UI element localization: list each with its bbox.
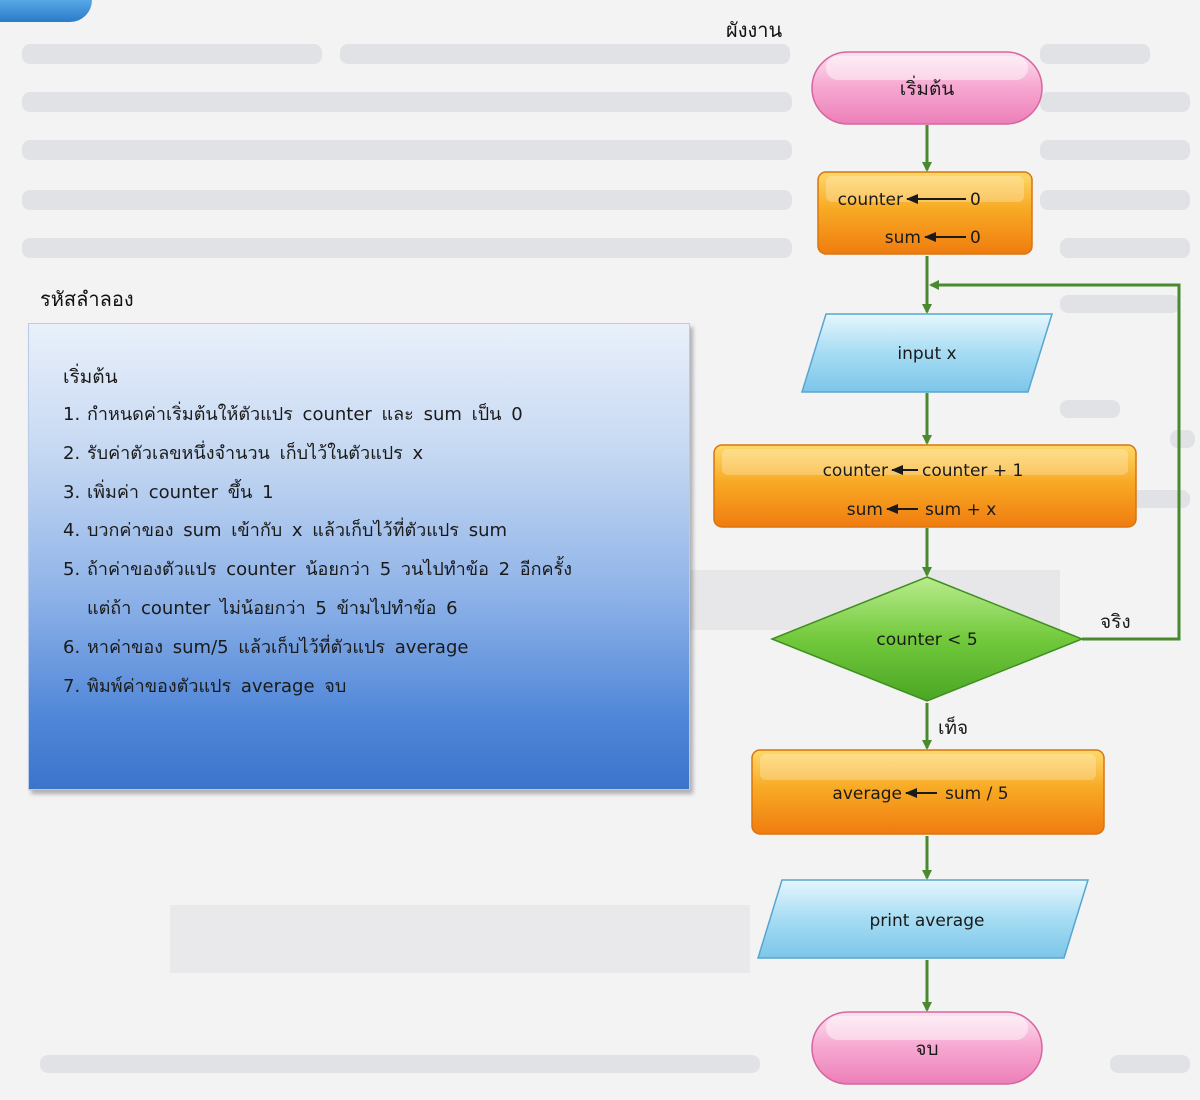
end-label: จบ — [915, 1038, 938, 1060]
init-counter-value: 0 — [970, 190, 981, 210]
pseudocode-step: 4.บวกค่าของ sum เข้ากับ x แล้วเก็บไว้ที่… — [63, 520, 508, 542]
corner-decoration — [0, 0, 92, 22]
pseudocode-step: 5.ถ้าค่าของตัวแปร counter น้อยกว่า 5 วนไ… — [63, 559, 573, 620]
pseudocode-box: เริ่มต้น 1.กำหนดค่าเริ่มต้นให้ตัวแปร cou… — [28, 323, 690, 790]
output-label: print average — [870, 911, 985, 931]
start-terminal: เริ่มต้น — [811, 51, 1043, 125]
input-parallelogram: input x — [800, 313, 1054, 393]
loop-back-connector — [929, 280, 1181, 641]
decision-diamond: counter < 5 — [769, 576, 1085, 702]
update-counter-var: counter — [823, 461, 888, 481]
update-sum-var: sum — [847, 500, 883, 520]
average-var: average — [832, 784, 902, 804]
pseudocode-title: เริ่มต้น — [63, 366, 118, 388]
pseudocode-heading: รหัสลำลอง — [40, 287, 134, 311]
average-process: average sum / 5 — [751, 749, 1105, 835]
init-sum-var: sum — [885, 228, 921, 248]
true-branch-label: จริง — [1100, 611, 1131, 633]
pseudocode-step: 6.หาค่าของ sum/5 แล้วเก็บไว้ที่ตัวแปร av… — [63, 636, 469, 658]
init-counter-var: counter — [838, 190, 903, 210]
input-label: input x — [897, 344, 956, 364]
false-branch-label: เท็จ — [938, 715, 968, 739]
start-label: เริ่มต้น — [900, 75, 955, 100]
pseudocode-step: 2.รับค่าตัวเลขหนึ่งจำนวน เก็บไว้ในตัวแปร… — [63, 442, 424, 464]
update-sum-expr: sum + x — [925, 500, 996, 520]
update-process: counter counter + 1 sum sum + x — [713, 444, 1137, 528]
end-terminal: จบ — [811, 1011, 1043, 1085]
average-expr: sum / 5 — [945, 784, 1009, 804]
output-parallelogram: print average — [756, 879, 1090, 959]
pseudocode-step: 1.กำหนดค่าเริ่มต้นให้ตัวแปร counter และ … — [63, 404, 523, 425]
pseudocode-step: 7.พิมพ์ค่าของตัวแปร average จบ — [63, 675, 347, 697]
init-process: counter 0 sum 0 — [817, 171, 1033, 255]
flowchart-heading: ผังงาน — [726, 18, 783, 42]
update-counter-expr: counter + 1 — [922, 461, 1023, 481]
decision-label: counter < 5 — [876, 630, 977, 650]
pseudocode-step: 3.เพิ่มค่า counter ขึ้น 1 — [63, 481, 274, 503]
init-sum-value: 0 — [970, 228, 981, 248]
